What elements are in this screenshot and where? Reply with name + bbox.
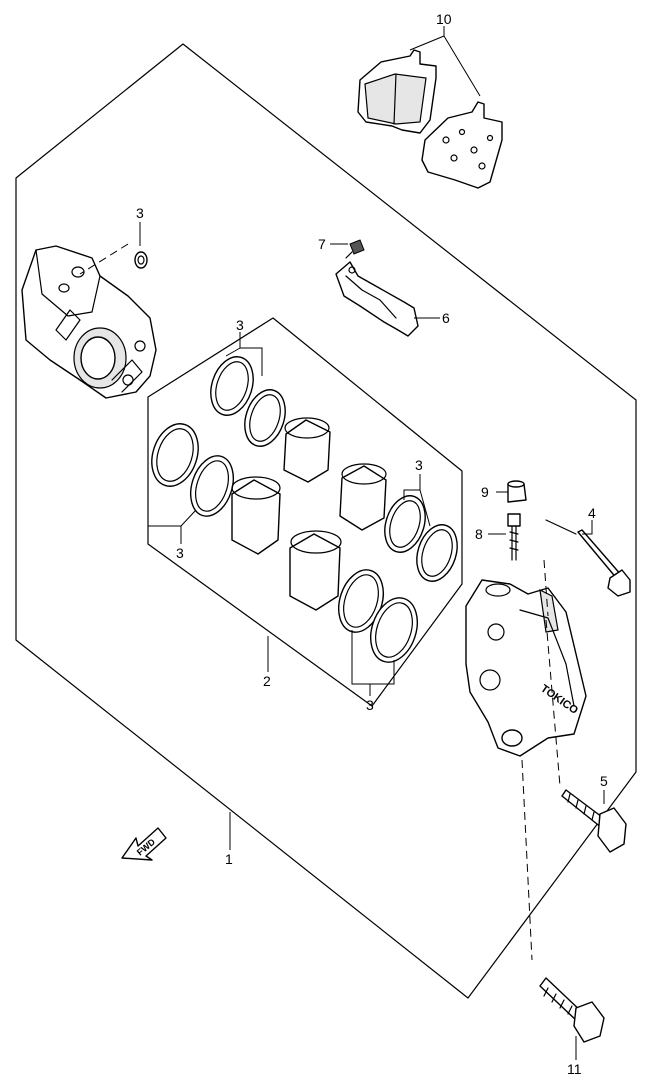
small-screw [345, 239, 365, 259]
callout-3-lower-left: 3 [176, 545, 184, 561]
callout-9: 9 [481, 484, 489, 500]
callout-2: 2 [263, 673, 271, 689]
callout-8: 8 [475, 526, 483, 542]
small-seal-ring [134, 251, 148, 269]
piston-seals [151, 356, 458, 663]
caliper-bolt-short [561, 789, 627, 853]
pad-pin [545, 519, 631, 597]
leader-lines [139, 26, 605, 1060]
forward-direction-arrow: FWD [121, 827, 167, 861]
callout-3-bottom: 3 [366, 697, 374, 713]
assembly-frame-outline [15, 43, 637, 999]
caliper-mount-bolt [539, 977, 605, 1043]
callout-10: 10 [436, 11, 452, 27]
alignment-line-pin [545, 619, 561, 787]
brake-pads [357, 49, 503, 189]
bleeder-cap [507, 480, 527, 503]
callout-6: 6 [442, 310, 450, 326]
bleeder-valve [507, 513, 521, 561]
seal-kit-frame-outline [147, 317, 463, 707]
callout-7: 7 [318, 236, 326, 252]
callout-1: 1 [225, 851, 233, 867]
callout-5: 5 [600, 773, 608, 789]
pad-spring-bracket [335, 261, 419, 337]
callout-4: 4 [588, 505, 596, 521]
callout-3-upper: 3 [236, 317, 244, 333]
callout-11: 11 [567, 1061, 582, 1077]
callout-3-right: 3 [415, 457, 423, 473]
left-caliper-half [21, 245, 157, 399]
callout-3-left-caliper: 3 [136, 205, 144, 221]
alignment-line-bolt [521, 759, 533, 961]
pistons [231, 417, 387, 611]
right-caliper-half: TOKICO [465, 579, 587, 757]
